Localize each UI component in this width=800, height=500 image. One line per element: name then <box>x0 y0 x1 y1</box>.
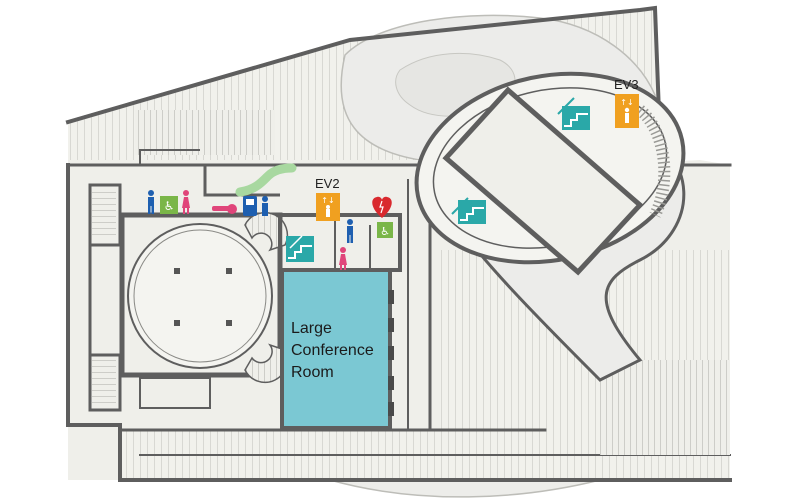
male-restroom-icon <box>347 219 353 243</box>
stairs-top-center <box>135 110 275 155</box>
stairs-left-top <box>92 188 116 240</box>
stairs-left-bottom <box>92 358 116 406</box>
accessible-restroom-icon: ♿ <box>160 196 178 214</box>
pillar <box>174 268 180 274</box>
walls <box>65 5 732 482</box>
svg-text:↑↓: ↑↓ <box>620 98 633 107</box>
stairs-right-bottom <box>600 360 730 455</box>
room-below-hall <box>139 377 211 409</box>
large-conference-room-label: Large Conference Room <box>291 318 391 384</box>
pillar <box>226 268 232 274</box>
outer-wall-top <box>65 5 663 143</box>
bottom-arc <box>329 479 601 498</box>
spiral-stair-top <box>244 211 289 252</box>
svg-text:♿: ♿ <box>164 199 175 213</box>
male-restroom-icon <box>148 190 154 214</box>
nursing-room-icon <box>212 204 237 214</box>
escalator-icon <box>557 97 590 130</box>
accessible-restroom-icon: ♿ <box>377 222 393 238</box>
outer-wall-left <box>66 163 732 482</box>
elevator-label-ev3: EV3 <box>614 77 639 92</box>
large-conference-room[interactable] <box>280 268 392 430</box>
aed-icon <box>372 196 392 218</box>
room-label-line: Conference <box>291 342 374 359</box>
stairs <box>92 110 730 455</box>
pillar <box>226 320 232 326</box>
left-service-block-2 <box>88 353 122 412</box>
female-restroom-icon <box>339 247 347 270</box>
svg-text:♿: ♿ <box>380 225 390 238</box>
female-restroom-icon <box>182 190 190 214</box>
central-block <box>442 86 644 276</box>
pillar <box>174 320 180 326</box>
svg-text:↑↓: ↑↓ <box>321 196 334 205</box>
escalator-icon <box>451 197 486 224</box>
rotunda-stair-arc <box>635 105 671 218</box>
round-hall <box>119 211 289 409</box>
elevator-label-ev2: EV2 <box>315 176 340 191</box>
room-label-line: Large <box>291 320 332 337</box>
escalator-icon <box>286 235 314 262</box>
room-label-line: Room <box>291 364 334 381</box>
round-hall-circle <box>127 223 273 369</box>
vending-machine-icon <box>243 196 268 216</box>
conference-room-doors <box>388 290 394 416</box>
elevator-icon: ↑↓ <box>615 94 639 128</box>
moving-walkway <box>235 163 297 197</box>
elevator-icon: ↑↓ <box>316 193 340 221</box>
